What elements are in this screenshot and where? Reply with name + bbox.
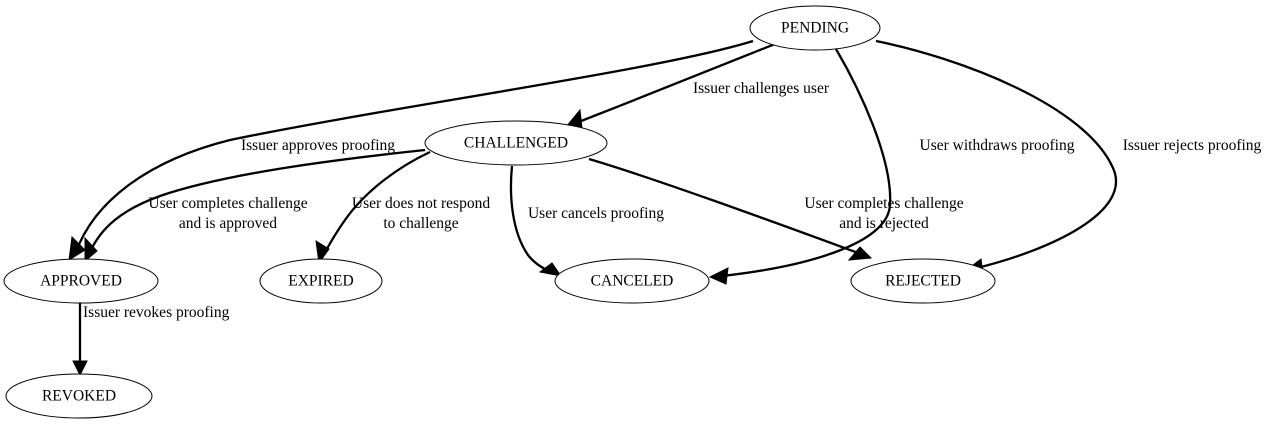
edge-label-user-completes-challenge-approved-line1: User completes challenge (148, 195, 307, 212)
edge-label-user-completes-challenge-approved-line2: and is approved (179, 215, 277, 232)
edge-pending-to-approved-path (74, 39, 754, 253)
edge-challenged-to-canceled[interactable]: User cancels proofing (509, 165, 664, 277)
edge-label-user-withdraws-proofing: User withdraws proofing (920, 137, 1075, 154)
edge-label-user-cancels-proofing: User cancels proofing (528, 205, 664, 222)
edge-pending-to-canceled-arrowhead (708, 267, 729, 285)
edge-label-issuer-challenges-user: Issuer challenges user (693, 80, 830, 97)
node-challenged-label: CHALLENGED (464, 135, 568, 152)
node-expired[interactable]: EXPIRED (259, 258, 383, 304)
edge-challenged-to-rejected[interactable]: User completes challenge and is rejected (588, 157, 964, 261)
edge-label-issuer-approves-proofing: Issuer approves proofing (241, 137, 395, 154)
node-canceled-ellipse (554, 258, 710, 304)
edge-label-user-does-not-respond-line2: to challenge (383, 215, 458, 232)
edge-pending-to-rejected[interactable]: Issuer rejects proofing (875, 39, 1262, 276)
edge-challenged-to-approved-arrowhead (84, 236, 98, 263)
edge-pending-to-approved[interactable]: Issuer approves proofing (68, 39, 754, 261)
edge-pending-to-canceled-path (721, 48, 892, 278)
edge-pending-to-approved-arrowhead (68, 235, 86, 261)
edge-pending-to-challenged-path (575, 42, 776, 125)
node-challenged-ellipse (424, 120, 608, 166)
edge-challenged-to-rejected-path (588, 157, 862, 256)
edge-challenged-to-approved-path (88, 148, 426, 253)
edge-label-issuer-rejects-proofing: Issuer rejects proofing (1123, 137, 1262, 154)
node-approved[interactable]: APPROVED (3, 258, 159, 304)
node-expired-label: EXPIRED (288, 273, 353, 290)
node-pending-label: PENDING (781, 20, 849, 37)
edge-label-issuer-revokes-proofing: Issuer revokes proofing (83, 304, 230, 321)
node-canceled-label: CANCELED (591, 273, 674, 290)
node-pending-ellipse (749, 5, 881, 51)
node-pending[interactable]: PENDING (749, 5, 881, 51)
edge-challenged-to-approved[interactable]: User completes challenge and is approved (84, 148, 426, 263)
node-revoked-ellipse (5, 373, 153, 419)
edge-label-user-does-not-respond-line1: User does not respond (352, 195, 490, 212)
node-rejected-ellipse (850, 258, 996, 304)
node-approved-label: APPROVED (40, 273, 122, 290)
node-expired-ellipse (259, 258, 383, 304)
edge-challenged-to-canceled-arrowhead (538, 262, 563, 277)
edge-pending-to-rejected-path (875, 39, 1117, 270)
node-revoked-label: REVOKED (42, 388, 116, 405)
edge-pending-to-canceled[interactable]: User withdraws proofing (708, 48, 1075, 285)
node-canceled[interactable]: CANCELED (554, 258, 710, 304)
edge-challenged-to-canceled-path (509, 165, 552, 274)
edge-approved-to-revoked-arrowhead (72, 360, 88, 377)
node-approved-ellipse (3, 258, 159, 304)
node-revoked[interactable]: REVOKED (5, 373, 153, 419)
edge-label-user-completes-challenge-rejected-line2: and is rejected (839, 215, 929, 232)
edge-approved-to-revoked[interactable]: Issuer revokes proofing (72, 303, 230, 377)
edge-pending-to-challenged[interactable]: Issuer challenges user (564, 42, 830, 129)
node-rejected[interactable]: REJECTED (850, 258, 996, 304)
node-rejected-label: REJECTED (885, 273, 961, 290)
edge-challenged-to-expired-arrowhead (315, 240, 330, 265)
node-challenged[interactable]: CHALLENGED (424, 120, 608, 166)
edge-challenged-to-expired-path (322, 150, 431, 255)
edge-challenged-to-rejected-arrowhead (847, 246, 873, 261)
edge-challenged-to-expired[interactable]: User does not respond to challenge (315, 150, 490, 265)
edge-label-user-completes-challenge-rejected-line1: User completes challenge (804, 195, 963, 212)
